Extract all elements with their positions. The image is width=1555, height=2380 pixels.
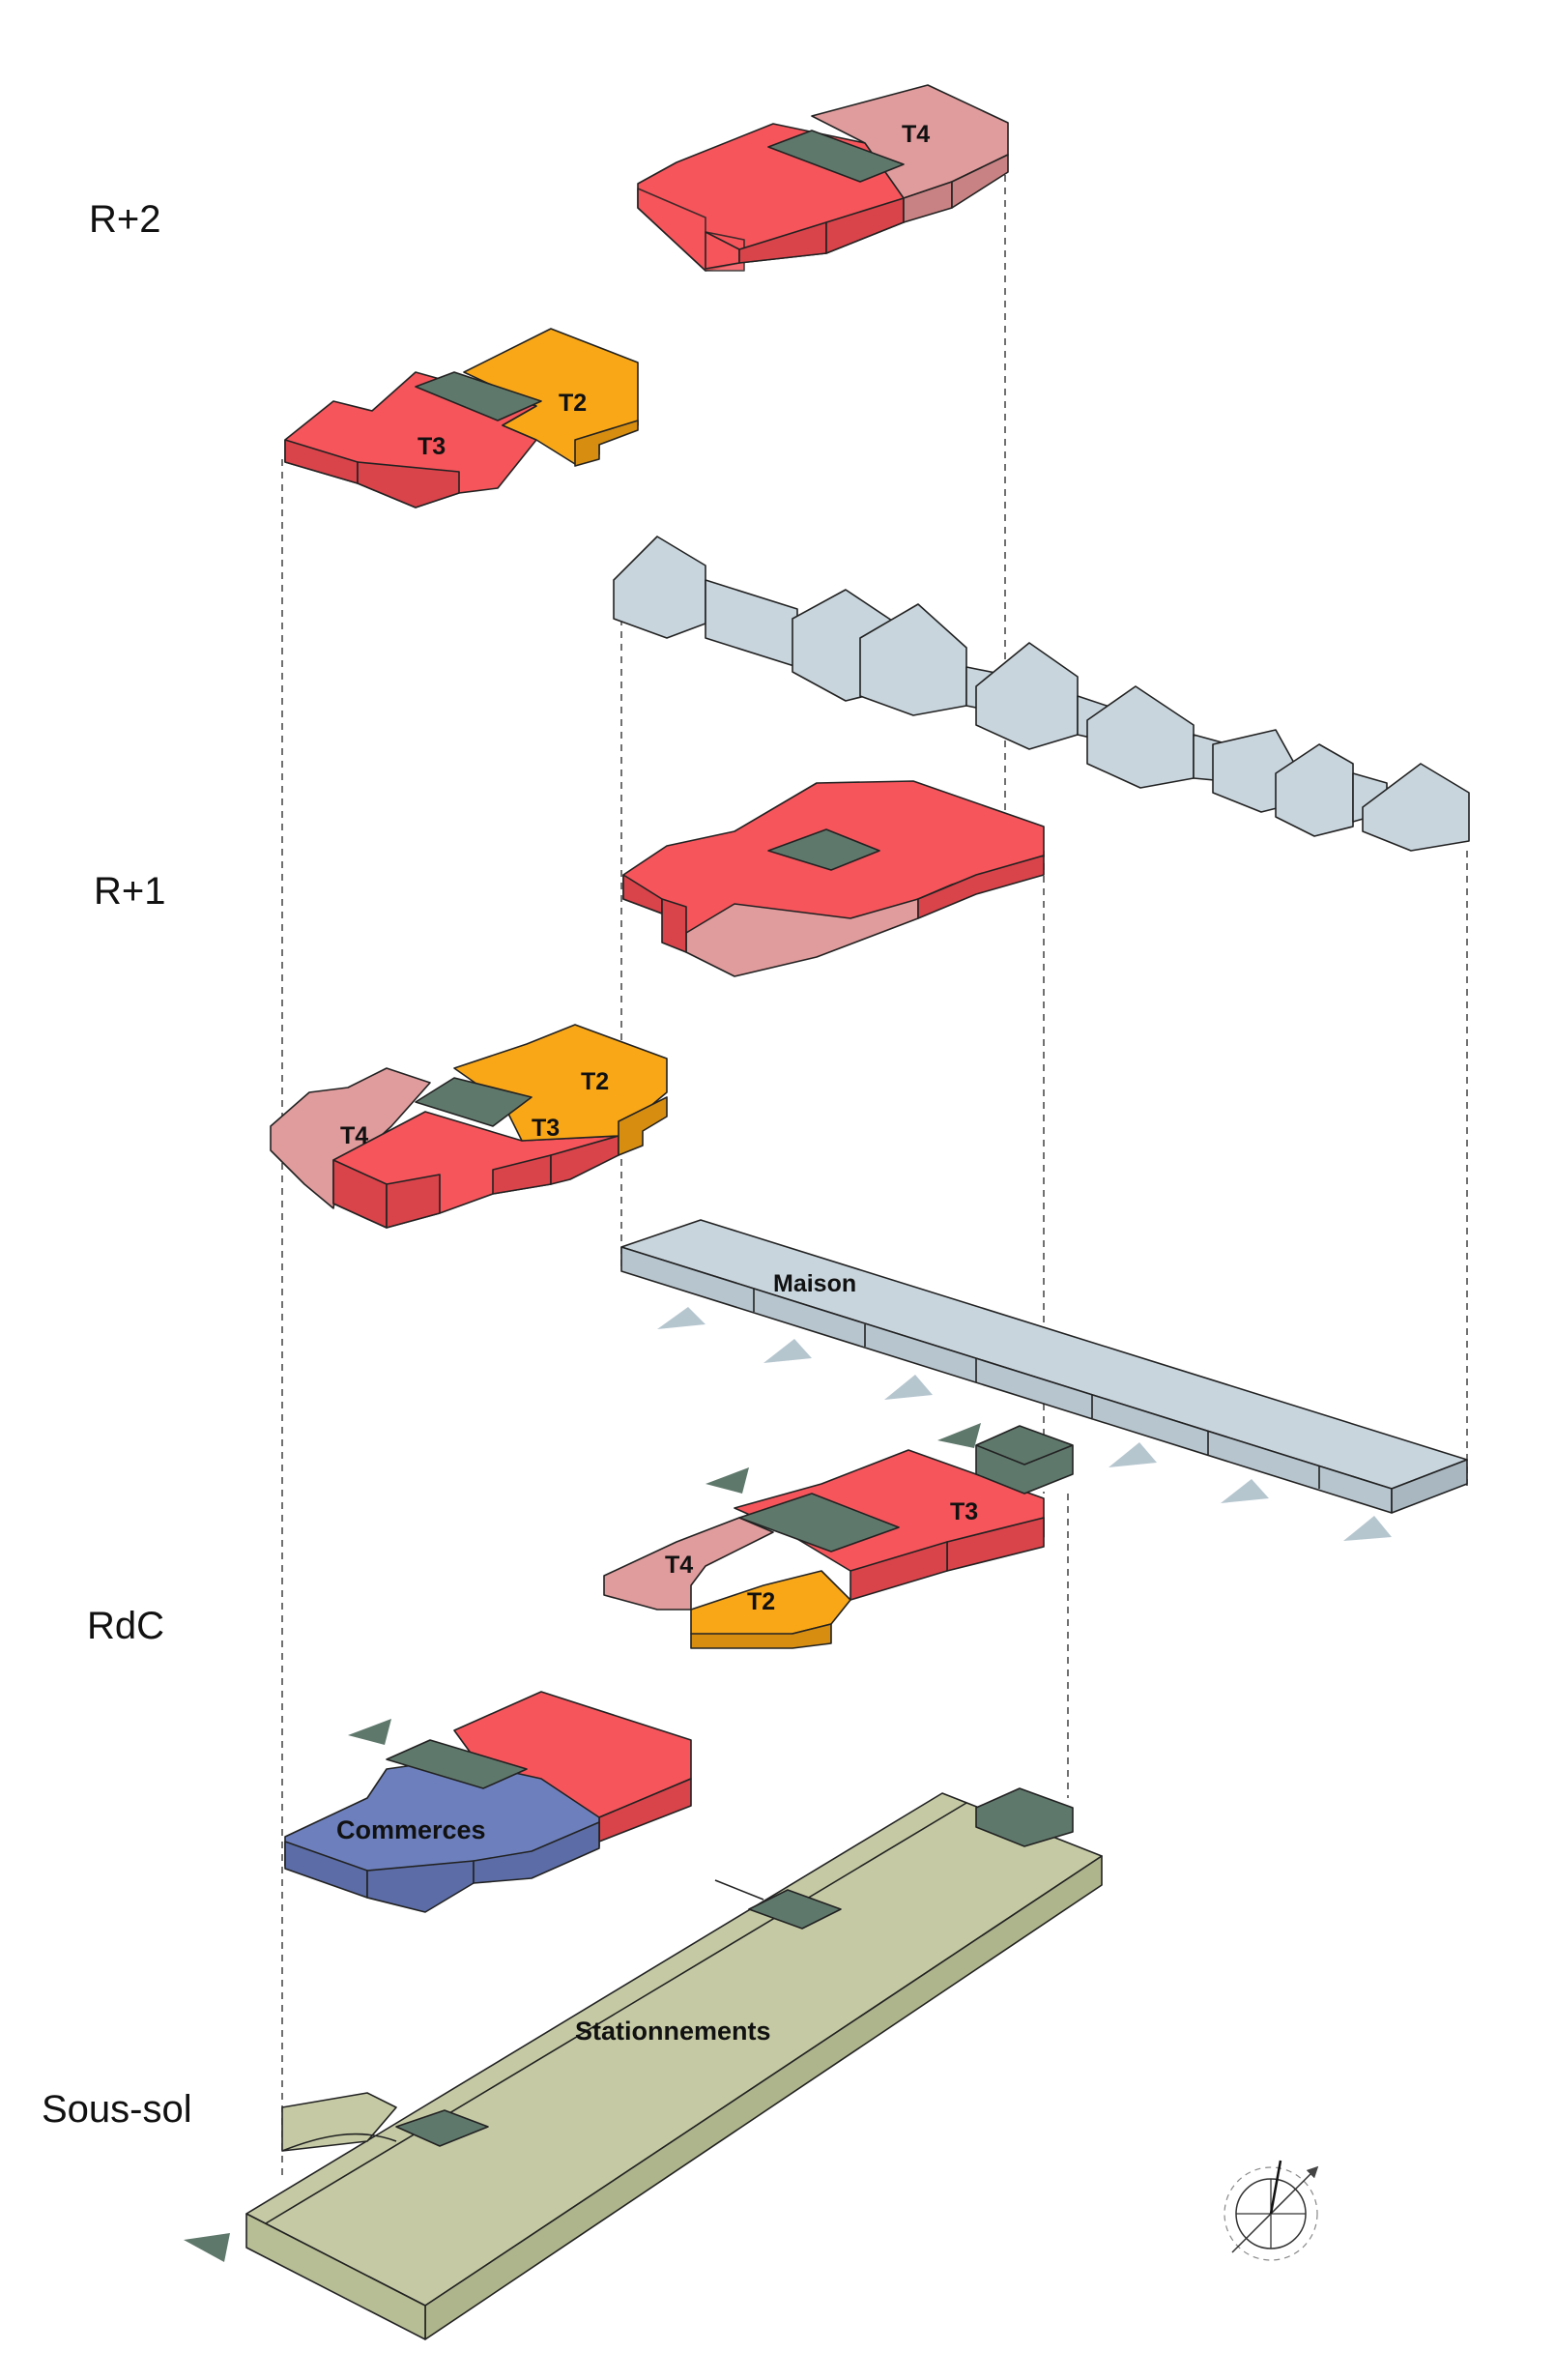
rdc-center-block: T4 T2 T3 <box>603 1425 1074 1649</box>
rdc-t3-label: T3 <box>950 1498 978 1525</box>
maison-bar: Maison <box>620 1219 1468 1514</box>
r1-t3-label: T3 <box>532 1115 560 1142</box>
commerces-label: Commerces <box>336 1815 486 1844</box>
commerces-block: Commerces <box>284 1691 692 1913</box>
maison-label: Maison <box>773 1270 856 1297</box>
level-r1-label: R+1 <box>94 870 166 913</box>
level-sous-sol-label: Sous-sol <box>42 2088 192 2131</box>
r1-t2-label: T2 <box>581 1068 609 1095</box>
r2-lower-t2-label: T2 <box>559 390 587 417</box>
house-roofs-row <box>613 536 1470 852</box>
r2-lower-block: T2 T3 <box>284 328 639 508</box>
north-compass-icon <box>1224 2160 1319 2261</box>
rdc-t2-label: T2 <box>747 1588 775 1615</box>
r1-center-block <box>622 780 1045 977</box>
r2-upper-t4-label: T4 <box>902 121 930 148</box>
level-r2-label: R+2 <box>89 198 161 241</box>
parking-slab: Stationnements <box>245 1787 1103 2340</box>
level-rdc-label: RdC <box>87 1605 165 1647</box>
entrance-arrows <box>184 1307 1392 2262</box>
rdc-t4-label: T4 <box>665 1552 693 1579</box>
r1-left-block: T4 T3 T2 <box>270 1024 668 1229</box>
r2-upper-block: T4 <box>637 84 1009 272</box>
r2-lower-t3-label: T3 <box>418 433 446 460</box>
r1-t4-label: T4 <box>340 1122 368 1149</box>
stationnements-label: Stationnements <box>575 2017 771 2046</box>
